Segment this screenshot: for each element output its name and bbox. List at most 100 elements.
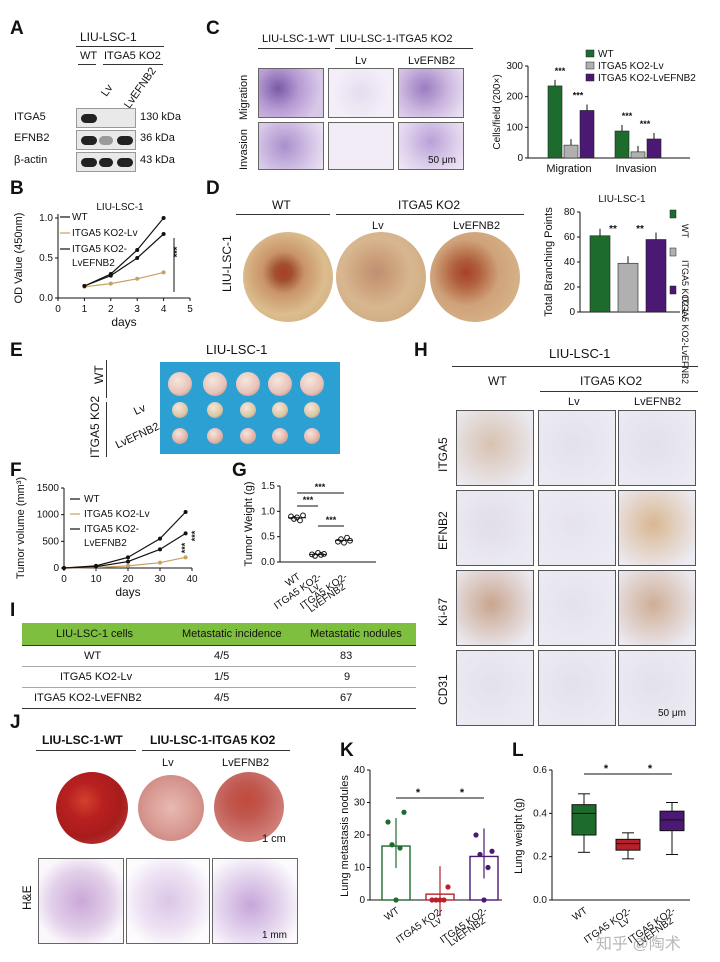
y-tick-label: 0 bbox=[569, 307, 575, 318]
data-point bbox=[397, 845, 403, 851]
ihc-lvefnb2-label: LvEFNB2 bbox=[634, 396, 682, 408]
data-point bbox=[108, 272, 113, 276]
data-point bbox=[94, 565, 98, 570]
legend-label: WT bbox=[72, 212, 88, 223]
metastasis-table: LIU-LSC-1 cells Metastatic incidence Met… bbox=[22, 623, 416, 709]
data-point bbox=[161, 232, 166, 236]
table-cell: 4/5 bbox=[214, 692, 230, 704]
ihc-scale-label: 50 μm bbox=[658, 708, 686, 719]
data-point bbox=[315, 549, 321, 556]
data-point bbox=[135, 276, 140, 281]
he-image-lv bbox=[126, 858, 210, 944]
ihc-image bbox=[618, 410, 696, 486]
data-point bbox=[481, 897, 487, 903]
data-point bbox=[441, 897, 447, 903]
y-tick-label: 1000 bbox=[37, 510, 60, 521]
data-point bbox=[108, 273, 113, 278]
x-tick-label: LvEFNB2 bbox=[306, 581, 348, 615]
y-tick-label: 20 bbox=[354, 830, 366, 841]
chart-title: LIU-LSC-1 bbox=[598, 194, 646, 205]
lung-image-lvefnb2 bbox=[214, 772, 284, 842]
panel-letter-k: K bbox=[340, 740, 354, 761]
ihc-image bbox=[456, 570, 534, 646]
panel-letter-d: D bbox=[206, 178, 220, 199]
transwell-row-invasion: Invasion bbox=[238, 129, 250, 170]
y-axis-label: Tumor Weight (g) bbox=[243, 482, 255, 567]
table-cell: WT bbox=[84, 650, 102, 662]
data-point bbox=[338, 536, 344, 543]
legend-swatch bbox=[585, 73, 595, 82]
data-point bbox=[445, 884, 451, 890]
y-axis-label: Total Branching Points bbox=[543, 207, 555, 317]
data-point bbox=[82, 284, 87, 289]
data-point bbox=[437, 897, 443, 903]
y-tick-label: 0.6 bbox=[533, 765, 547, 776]
panel-letter-b: B bbox=[10, 178, 24, 199]
y-tick-label: 0 bbox=[517, 153, 523, 164]
x-tick-label: 1 bbox=[82, 304, 88, 315]
x-tick-label: Migration bbox=[546, 163, 591, 175]
bar bbox=[547, 85, 563, 159]
data-point bbox=[473, 832, 479, 838]
cam-header-ko: ITGA5 KO2 bbox=[398, 198, 461, 212]
transwell-image-wt-migration bbox=[258, 68, 324, 118]
legend-label: ITGA5 KO2-Lv bbox=[72, 228, 138, 239]
data-point bbox=[401, 809, 407, 815]
y-axis-label: OD Value (450nm) bbox=[13, 213, 25, 304]
significance-marker: *** bbox=[326, 515, 337, 525]
x-tick-label: ITGA5 KO2- bbox=[394, 905, 445, 946]
series-line bbox=[63, 556, 186, 569]
series-line bbox=[84, 217, 165, 287]
lung-header-wt: LIU-LSC-1-WT bbox=[42, 733, 123, 747]
x-tick-label: Invasion bbox=[616, 163, 657, 175]
tumor-row-ko: ITGA5 KO2 bbox=[88, 395, 102, 458]
y-tick-label: 1.0 bbox=[39, 213, 53, 224]
bar bbox=[630, 151, 646, 159]
tumor-specimen bbox=[240, 428, 256, 444]
x-tick-label: Lv bbox=[307, 581, 322, 596]
y-axis-label: Tumor volume (mm³) bbox=[15, 477, 27, 579]
lung-lv-label: Lv bbox=[162, 757, 174, 769]
legend-label: LvEFNB2 bbox=[72, 258, 115, 269]
data-point bbox=[300, 512, 306, 519]
significance-marker: *** bbox=[172, 246, 182, 257]
transwell-lvefnb2-label: LvEFNB2 bbox=[408, 55, 456, 67]
tumor-specimen bbox=[172, 428, 188, 444]
data-point bbox=[183, 555, 188, 560]
y-tick-label: 40 bbox=[564, 257, 576, 268]
data-point bbox=[288, 513, 294, 520]
data-point bbox=[62, 566, 66, 570]
box bbox=[659, 810, 685, 832]
cam-image-lvefnb2 bbox=[430, 232, 520, 322]
legend-label: WT bbox=[680, 224, 690, 238]
transwell-scale-label: 50 μm bbox=[428, 155, 456, 166]
panel-letter-e: E bbox=[10, 340, 23, 361]
x-tick-label: 2 bbox=[108, 304, 114, 315]
panel-letter-g: G bbox=[232, 460, 247, 481]
ihc-row-itga5: ITGA5 bbox=[436, 437, 450, 472]
series-line bbox=[84, 271, 164, 288]
x-tick-label: 10 bbox=[90, 574, 102, 585]
ihc-row-ki67: Ki-67 bbox=[436, 597, 450, 626]
y-tick-label: 0 bbox=[359, 895, 365, 906]
table-cell: 67 bbox=[340, 692, 353, 704]
transwell-row-migration: Migration bbox=[238, 74, 250, 120]
ihc-row-efnb2: EFNB2 bbox=[436, 511, 450, 550]
series-line bbox=[84, 233, 165, 287]
table-header-incidence: Metastatic incidence bbox=[182, 628, 282, 640]
data-point bbox=[82, 284, 87, 288]
tumor-specimen bbox=[304, 428, 320, 444]
y-tick-label: 1500 bbox=[37, 483, 60, 494]
legend-swatch bbox=[669, 285, 677, 295]
ihc-lv-label: Lv bbox=[568, 396, 580, 408]
legend-label: ITGA5 KO2-LvEFNB2 bbox=[680, 296, 690, 384]
significance-marker: ** bbox=[609, 224, 617, 235]
blot-cell-line: LIU-LSC-1 bbox=[80, 30, 137, 44]
cam-lvefnb2-label: LvEFNB2 bbox=[453, 220, 501, 232]
table-header-cells: LIU-LSC-1 cells bbox=[56, 628, 134, 640]
y-tick-label: 0.0 bbox=[39, 293, 53, 304]
x-tick-label: LvEFNB2 bbox=[446, 915, 488, 949]
cam-lv-label: Lv bbox=[372, 220, 384, 232]
y-tick-label: 500 bbox=[42, 536, 59, 547]
cam-header-wt: WT bbox=[272, 198, 291, 212]
